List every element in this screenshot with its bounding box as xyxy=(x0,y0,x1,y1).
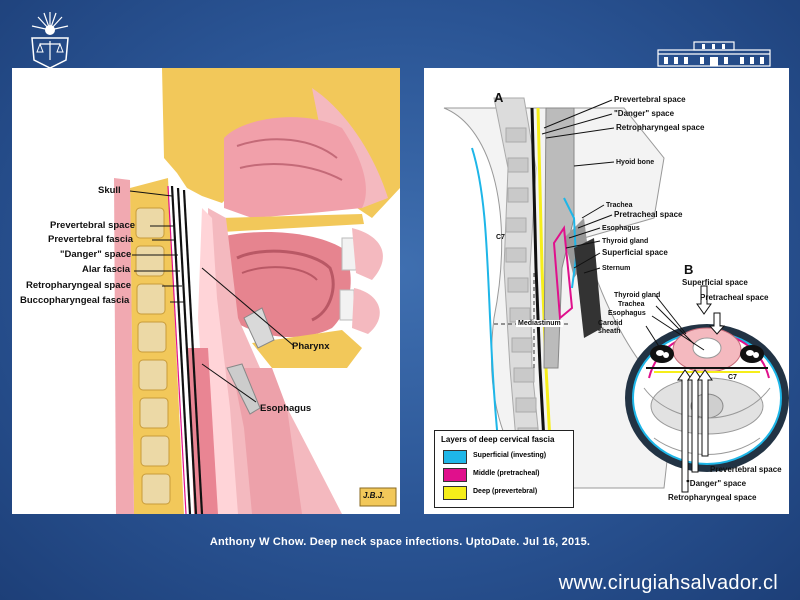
a-sternum-label: Sternum xyxy=(602,265,631,272)
legend-swatch-superficial xyxy=(443,450,467,464)
a-hyoid-bone-label: Hyoid bone xyxy=(616,159,655,166)
panel-a-label: A xyxy=(494,90,504,105)
b-esophagus-label: Esophagus xyxy=(608,310,646,317)
deep-cervical-fascia-diagram: A B Prevertebral space "Danger" space Re… xyxy=(424,68,789,514)
a-superficial-space-label: Superficial space xyxy=(602,248,668,257)
fascia-legend: Layers of deep cervical fascia Superfici… xyxy=(434,430,574,508)
prevertebral-space-label: Prevertebral space xyxy=(50,220,136,231)
a-thyroid-gland-label: Thyroid gland xyxy=(602,238,649,245)
prevertebral-fascia-label: Prevertebral fascia xyxy=(48,234,134,245)
a-danger-space-label: "Danger" space xyxy=(614,109,675,118)
hospital-building-logo xyxy=(654,40,774,68)
citation-text: Anthony W Chow. Deep neck space infectio… xyxy=(209,536,591,548)
b-pretracheal-space-label: Pretracheal space xyxy=(700,293,769,302)
alar-fascia-label: Alar fascia xyxy=(82,264,131,275)
pharynx-label: Pharynx xyxy=(292,341,330,352)
legend-swatch-middle xyxy=(443,468,467,482)
danger-space-label: "Danger" space xyxy=(60,249,132,260)
a-esophagus-label: Esophagus xyxy=(602,225,640,232)
b-superficial-space-label: Superficial space xyxy=(682,278,748,287)
a-pretracheal-space-label: Pretracheal space xyxy=(614,210,683,219)
panel-b-label: B xyxy=(684,262,694,277)
a-retropharyngeal-space-label: Retropharyngeal space xyxy=(616,123,705,132)
b-c7-label: C7 xyxy=(728,374,737,381)
a-trachea-label: Trachea xyxy=(606,202,633,209)
b-danger-space-label: "Danger" space xyxy=(686,479,747,488)
sagittal-neck-diagram: Skull Prevertebral space Prevertebral fa… xyxy=(12,68,400,514)
website-url[interactable]: www.cirugiahsalvador.cl xyxy=(558,572,778,594)
artist-signature: J.B.J. xyxy=(363,491,385,500)
b-trachea-label: Trachea xyxy=(618,301,645,308)
buccopharyngeal-fascia-label: Buccopharyngeal fascia xyxy=(20,295,130,306)
legend-label-deep: Deep (prevertebral) xyxy=(473,488,538,495)
b-prevertebral-space-label: Prevertebral space xyxy=(710,465,782,474)
legend-label-middle: Middle (pretracheal) xyxy=(473,470,540,477)
legend-title: Layers of deep cervical fascia xyxy=(441,435,555,444)
esophagus-label: Esophagus xyxy=(260,403,312,414)
skull-label: Skull xyxy=(98,185,121,196)
b-thyroid-gland-label: Thyroid gland xyxy=(614,292,661,299)
legend-swatch-deep xyxy=(443,486,467,500)
b-carotid-sheath-label: Carotid sheath xyxy=(598,320,623,336)
retropharyngeal-space-label: Retropharyngeal space xyxy=(26,280,132,291)
b-retropharyngeal-space-label: Retropharyngeal space xyxy=(668,493,757,502)
a-mediastinum-label: Mediastinum xyxy=(516,320,563,327)
legend-label-superficial: Superficial (investing) xyxy=(473,452,547,459)
university-seal-logo xyxy=(22,8,78,70)
a-prevertebral-space-label: Prevertebral space xyxy=(614,95,686,104)
a-c7-label: C7 xyxy=(496,234,505,241)
